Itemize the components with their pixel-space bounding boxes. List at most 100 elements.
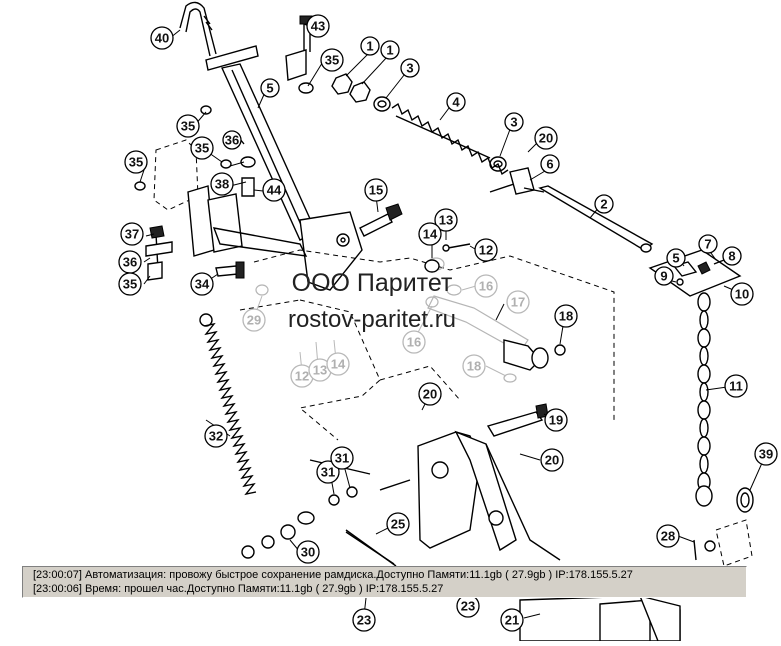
- callout-label-20-lower: 20: [545, 453, 559, 468]
- lower-frame: [309, 403, 561, 561]
- watermark: ООО Паритет rostov-paritet.ru: [242, 268, 502, 336]
- callout-label-34: 34: [195, 277, 210, 292]
- callout-label-12-lower: 12: [295, 369, 309, 384]
- callout-label-2: 2: [600, 197, 607, 212]
- callout-23-left: 23: [352, 608, 376, 632]
- callout-label-3-lower: 3: [510, 115, 517, 130]
- callout-1-left: 1: [360, 36, 380, 56]
- callout-label-19: 19: [549, 413, 563, 428]
- callout-5-mast: 5: [260, 78, 280, 98]
- callout-40: 40: [150, 26, 174, 50]
- callout-3-upper: 3: [400, 58, 420, 78]
- mast-tube: [205, 45, 363, 291]
- callout-10: 10: [730, 282, 754, 306]
- callout-label-5-plate: 5: [672, 251, 679, 266]
- callout-label-11: 11: [729, 379, 743, 394]
- callout-label-38: 38: [215, 177, 229, 192]
- callout-label-40: 40: [155, 31, 169, 46]
- rod-2: [489, 167, 654, 253]
- callout-label-21: 21: [505, 613, 519, 628]
- callout-label-9: 9: [660, 269, 667, 284]
- callout-3-lower: 3: [504, 112, 524, 132]
- callout-35-mid: 35: [190, 136, 214, 160]
- callout-16-lower: 16: [402, 330, 426, 354]
- callout-20-top: 20: [534, 126, 558, 150]
- callout-label-35-left-upper: 35: [181, 119, 195, 134]
- callout-label-16-lower: 16: [407, 335, 421, 350]
- callout-label-13-upper: 13: [439, 213, 453, 228]
- callout-2: 2: [594, 194, 614, 214]
- callout-label-17: 17: [511, 295, 525, 310]
- callout-18-lower: 18: [462, 354, 486, 378]
- callout-7: 7: [698, 234, 718, 254]
- callout-label-10: 10: [735, 287, 749, 302]
- callout-31-left: 31: [316, 460, 340, 484]
- callout-label-23-right: 23: [461, 599, 475, 614]
- callout-12-upper: 12: [474, 238, 498, 262]
- callout-label-39: 39: [759, 447, 773, 462]
- bolt-15: [359, 203, 403, 237]
- callout-label-14-upper: 14: [423, 227, 438, 242]
- bolt-34: [215, 261, 245, 279]
- callout-label-23-left: 23: [357, 613, 371, 628]
- callout-5-plate: 5: [666, 248, 686, 268]
- left-bracket: [153, 139, 308, 257]
- callout-label-35-bottom-left: 35: [123, 277, 137, 292]
- callout-label-18-right: 18: [559, 309, 573, 324]
- callout-label-31-left: 31: [321, 465, 335, 480]
- part-21: [519, 594, 681, 642]
- callout-32: 32: [204, 424, 228, 448]
- callout-36-upper: 36: [222, 130, 242, 150]
- callout-label-5-mast: 5: [266, 81, 273, 96]
- callout-label-29: 29: [247, 313, 261, 328]
- u-bolt: [179, 1, 217, 57]
- callout-20-lower: 20: [540, 448, 564, 472]
- callout-14-upper: 14: [418, 222, 442, 246]
- callout-label-3-upper: 3: [406, 61, 413, 76]
- callout-label-37: 37: [125, 227, 139, 242]
- callout-20-mid: 20: [418, 382, 442, 406]
- callout-37: 37: [120, 222, 144, 246]
- callout-43: 43: [306, 14, 330, 38]
- callout-19: 19: [544, 408, 568, 432]
- callout-18-right: 18: [554, 304, 578, 328]
- callout-35-far-left: 35: [124, 150, 148, 174]
- callout-label-25: 25: [391, 517, 405, 532]
- callout-44: 44: [262, 178, 286, 202]
- callout-label-13-lower: 13: [313, 363, 327, 378]
- callout-29: 29: [242, 308, 266, 332]
- callout-label-28: 28: [661, 529, 675, 544]
- spring-4: [391, 102, 509, 176]
- callout-4: 4: [446, 92, 466, 112]
- callout-label-15: 15: [369, 183, 383, 198]
- callout-label-31-right: 31: [335, 451, 349, 466]
- callout-16-upper: 16: [474, 274, 498, 298]
- callout-label-43: 43: [311, 19, 325, 34]
- callout-label-44: 44: [267, 183, 282, 198]
- callout-label-32: 32: [209, 429, 223, 444]
- callout-23-right: 23: [456, 594, 480, 618]
- callout-label-1-right: 1: [386, 43, 393, 58]
- callout-11: 11: [724, 374, 748, 398]
- callout-15: 15: [364, 178, 388, 202]
- cylinder-17: [255, 257, 566, 383]
- callout-35-bottom-left: 35: [118, 272, 142, 296]
- callout-35-top: 35: [320, 48, 344, 72]
- log-line-1: [23:00:07] Автоматизация: провожу быстро…: [33, 569, 633, 581]
- bolt-25: [345, 529, 397, 567]
- spring-32: [199, 313, 315, 525]
- chain-11: [695, 292, 713, 507]
- callout-39: 39: [754, 442, 778, 466]
- callout-label-14-lower: 14: [331, 357, 346, 372]
- callout-label-7: 7: [704, 237, 711, 252]
- callout-30: 30: [296, 540, 320, 564]
- callout-35-left-upper: 35: [176, 114, 200, 138]
- status-log-panel: [23:00:07] Автоматизация: провожу быстро…: [22, 566, 747, 598]
- callout-17: 17: [506, 290, 530, 314]
- callout-25: 25: [386, 512, 410, 536]
- bolt-37: [145, 225, 173, 281]
- callout-8: 8: [722, 246, 742, 266]
- callout-label-6: 6: [546, 157, 553, 172]
- bracket-28: [693, 519, 753, 567]
